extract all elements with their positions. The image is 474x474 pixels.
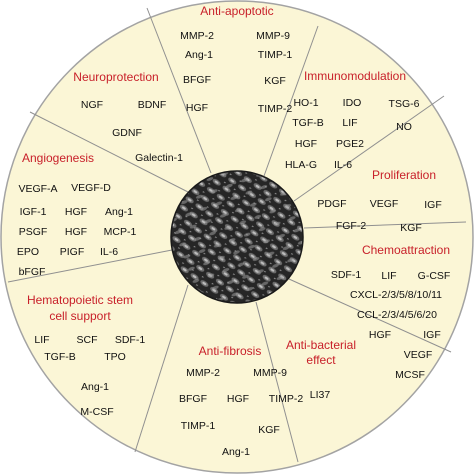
factor-label: MMP-9 [253, 367, 287, 379]
factor-label: KGF [258, 424, 280, 436]
factor-label: IGF [423, 329, 441, 341]
factor-label: VEGF-A [18, 183, 57, 195]
sector-title: Anti-bacterial [286, 338, 356, 352]
factor-label: PGE2 [336, 138, 364, 150]
factor-label: GDNF [112, 127, 142, 139]
factor-label: BDNF [138, 99, 167, 111]
factor-label: Ang-1 [222, 446, 250, 458]
factor-label: HGF [227, 393, 249, 405]
factor-label: M-CSF [80, 406, 113, 418]
factor-label: CCL-2/3/4/5/6/20 [357, 309, 437, 321]
factor-label: PSGF [19, 226, 48, 238]
factor-label: KGF [400, 222, 422, 234]
factor-label: PIGF [60, 246, 85, 258]
factor-label: IGF [424, 199, 442, 211]
factor-label: TSG-6 [389, 98, 420, 110]
factor-label: MMP-2 [186, 367, 220, 379]
factor-label: TIMP-1 [258, 49, 293, 61]
factor-label: BFGF [183, 74, 211, 86]
factor-label: MCP-1 [104, 226, 137, 238]
factor-label: SDF-1 [115, 334, 145, 346]
factor-label: MMP-2 [180, 30, 214, 42]
sector-title: Angiogenesis [22, 151, 94, 165]
factor-label: HO-1 [293, 97, 318, 109]
factor-label: bFGF [19, 266, 46, 278]
factor-label: SDF-1 [331, 269, 361, 281]
factor-label: PDGF [317, 198, 346, 210]
factor-label: VEGF-D [71, 182, 111, 194]
factor-label: Ang-1 [105, 206, 133, 218]
factor-label: NO [396, 121, 412, 133]
sector-title: Neuroprotection [73, 70, 158, 84]
sector-title: Anti-apoptotic [200, 4, 273, 18]
sector-title: Proliferation [372, 168, 436, 182]
factor-label: HGF [65, 206, 87, 218]
factor-label: G-CSF [418, 270, 451, 282]
divider-line [7, 249, 173, 283]
divider-line [293, 95, 445, 202]
factor-label: TGF-B [44, 351, 76, 363]
factor-label: Ang-1 [185, 49, 213, 61]
factor-label: HLA-G [285, 159, 317, 171]
factor-label: IL-6 [100, 246, 118, 258]
factor-label: MCSF [395, 369, 425, 381]
factor-label: HGF [186, 102, 208, 114]
factor-label: TIMP-2 [258, 103, 293, 115]
factor-label: TIMP-1 [181, 420, 216, 432]
factor-label: SCF [77, 334, 98, 346]
factor-label: LIF [342, 117, 357, 129]
factor-label: IGF-1 [20, 206, 47, 218]
factor-label: HGF [369, 329, 391, 341]
divider-line [255, 301, 299, 463]
sector-title: Anti-fibrosis [199, 344, 262, 358]
factor-label: IL-6 [334, 159, 352, 171]
factor-label: NGF [81, 99, 103, 111]
sector-dividers [7, 7, 467, 463]
factor-label: LI37 [310, 389, 331, 401]
factor-label: LIF [381, 270, 396, 282]
factor-label: BFGF [179, 393, 207, 405]
divider-line [288, 278, 452, 353]
factor-label: CXCL-2/3/5/8/10/11 [350, 289, 442, 301]
sector-title: effect [306, 353, 336, 367]
divider-line [134, 284, 189, 453]
sector-title: Chemoattraction [362, 243, 450, 257]
factor-label: MMP-9 [256, 30, 290, 42]
factor-label: TPO [104, 351, 126, 363]
factor-label: TIMP-2 [269, 393, 304, 405]
divider-line [29, 111, 191, 194]
divider-line [303, 221, 467, 229]
sector-title: Immunomodulation [304, 69, 406, 83]
divider-line [263, 25, 319, 177]
factor-label: LIF [34, 334, 49, 346]
factor-label: TGF-B [292, 117, 324, 129]
factor-label: FGF-2 [336, 220, 366, 232]
sector-title: Hematopoietic stem [27, 293, 133, 307]
factor-label: VEGF [404, 349, 433, 361]
factor-label: IDO [343, 97, 362, 109]
sector-title: cell support [49, 309, 111, 323]
center-cell-image [170, 170, 304, 304]
factor-label: Galectin-1 [135, 152, 183, 164]
factor-label: EPO [17, 246, 39, 258]
divider-line [146, 7, 212, 174]
factor-label: Ang-1 [81, 381, 109, 393]
factor-label: KGF [264, 75, 286, 87]
factor-label: VEGF [370, 198, 399, 210]
factor-label: HGF [65, 226, 87, 238]
factor-label: HGF [295, 138, 317, 150]
